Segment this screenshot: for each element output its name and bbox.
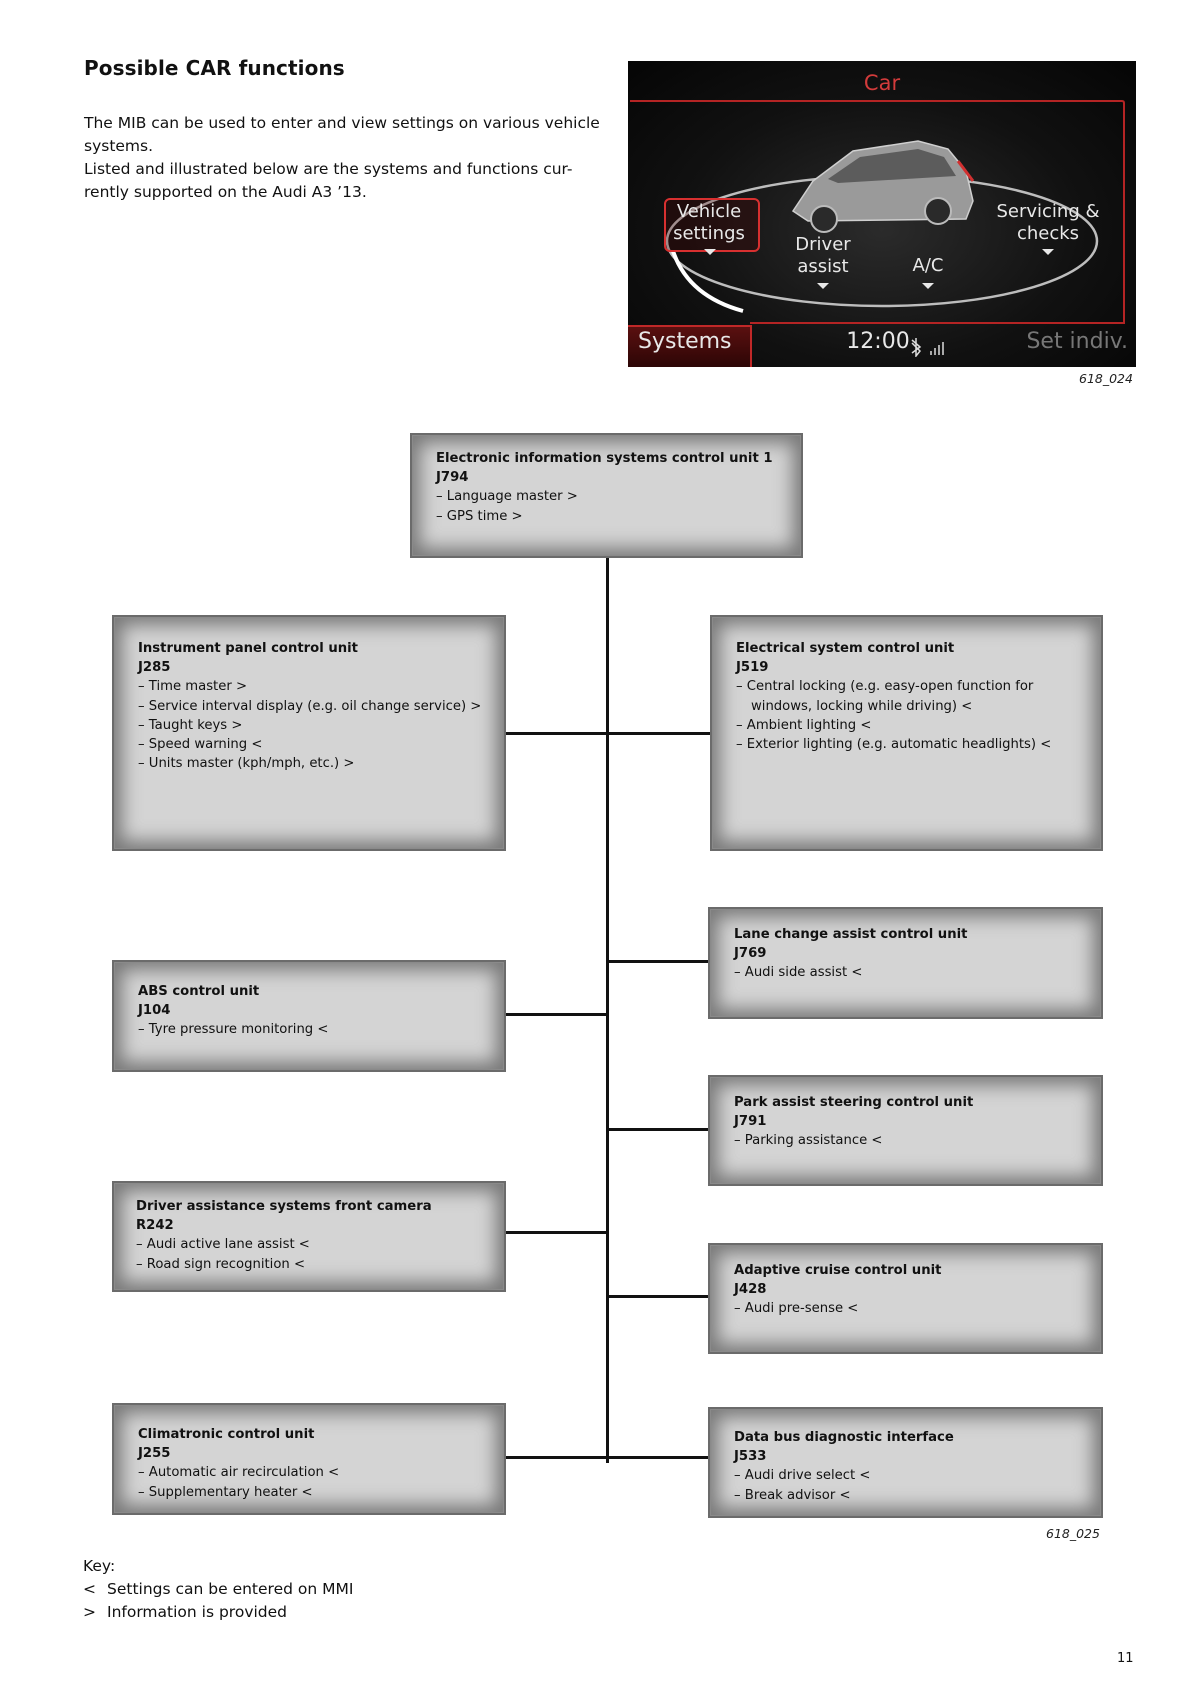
function-item: Audi active lane assist < <box>136 1235 482 1254</box>
control-unit-j104: ABS control unit J104 Tyre pressure moni… <box>112 960 506 1072</box>
connector-trunk <box>606 558 609 1463</box>
chevron-down-icon <box>1042 249 1054 255</box>
unit-code: J285 <box>138 660 171 676</box>
control-unit-j769: Lane change assist control unit J769 Aud… <box>708 907 1103 1019</box>
function-item: Parking assistance < <box>734 1131 1079 1150</box>
connector-instrument-electrical <box>506 732 711 735</box>
function-item: Central locking (e.g. easy-open function… <box>736 677 1079 715</box>
unit-code: J769 <box>734 946 767 962</box>
unit-code: R242 <box>136 1218 174 1234</box>
unit-title: Lane change assist control unit <box>734 927 968 942</box>
mmi-car-menu-screenshot: Car Vehicle settings Driver assist A/C S… <box>628 61 1136 367</box>
connector-lane <box>606 960 710 963</box>
unit-code: J519 <box>736 660 769 676</box>
car-icon <box>791 140 975 233</box>
connector-cruise <box>606 1295 710 1298</box>
function-item: Language master > <box>436 487 779 506</box>
connector-camera <box>506 1231 609 1234</box>
systems-tab-background <box>628 325 752 367</box>
unit-code: J104 <box>138 1003 171 1019</box>
menu-driver-assist[interactable]: Driver assist <box>795 234 851 277</box>
function-item: Exterior lighting (e.g. automatic headli… <box>736 735 1079 754</box>
chevron-down-icon <box>922 283 934 289</box>
connector-park <box>606 1128 710 1131</box>
function-item: Road sign recognition < <box>136 1255 482 1274</box>
clock: 12:00 <box>846 329 910 354</box>
page-heading: Possible CAR functions <box>84 56 345 80</box>
chevron-down-icon <box>704 249 716 255</box>
control-unit-j794: Electronic information systems control u… <box>410 433 803 558</box>
key-title: Key: <box>83 1557 116 1575</box>
function-item: Time master > <box>138 677 482 696</box>
control-unit-j791: Park assist steering control unit J791 P… <box>708 1075 1103 1186</box>
menu-servicing-checks[interactable]: Servicing & checks <box>996 201 1100 244</box>
control-unit-j255: Climatronic control unit J255 Automatic … <box>112 1403 506 1515</box>
figure-caption-diagram: 618_025 <box>1046 1526 1100 1541</box>
unit-title: Driver assistance systems front camera <box>136 1199 432 1214</box>
key-text: Information is provided <box>107 1603 288 1621</box>
function-item: Taught keys > <box>138 716 482 735</box>
legend-key: Key: < Settings can be entered on MMI > … <box>83 1555 353 1624</box>
unit-title: Data bus diagnostic interface <box>734 1430 954 1445</box>
key-row: < Settings can be entered on MMI <box>83 1578 353 1601</box>
unit-code: J533 <box>734 1449 767 1465</box>
set-indiv-button[interactable]: Set indiv. <box>1026 329 1128 354</box>
unit-title: Instrument panel control unit <box>138 641 358 656</box>
key-symbol: > <box>83 1603 96 1621</box>
function-item: Automatic air recirculation < <box>138 1463 482 1482</box>
figure-caption-screen: 618_024 <box>1079 371 1133 386</box>
unit-code: J428 <box>734 1282 767 1298</box>
control-unit-j285: Instrument panel control unit J285 Time … <box>112 615 506 851</box>
function-item: Audi drive select < <box>734 1466 1079 1485</box>
key-row: > Information is provided <box>83 1601 353 1624</box>
function-item: Audi side assist < <box>734 963 1079 982</box>
control-unit-r242: Driver assistance systems front camera R… <box>112 1181 506 1292</box>
unit-code: J255 <box>138 1446 171 1462</box>
function-item: Break advisor < <box>734 1486 1079 1505</box>
unit-title: ABS control unit <box>138 984 260 999</box>
unit-title: Adaptive cruise control unit <box>734 1263 942 1278</box>
function-item: Speed warning < <box>138 735 482 754</box>
function-item: Audi pre-sense < <box>734 1299 1079 1318</box>
chevron-down-icon <box>817 283 829 289</box>
menu-ac[interactable]: A/C <box>912 255 944 276</box>
screen-graphics <box>630 100 1125 324</box>
control-unit-j533: Data bus diagnostic interface J533 Audi … <box>708 1407 1103 1518</box>
unit-code: J791 <box>734 1114 767 1130</box>
function-item: Units master (kph/mph, etc.) > <box>138 754 482 773</box>
unit-title: Park assist steering control unit <box>734 1095 974 1110</box>
function-item: Service interval display (e.g. oil chang… <box>138 697 482 716</box>
bluetooth-signal-icon <box>911 338 944 357</box>
menu-vehicle-settings[interactable]: Vehicle settings <box>673 201 745 244</box>
key-text: Settings can be entered on MMI <box>107 1580 354 1598</box>
unit-title: Electrical system control unit <box>736 641 955 656</box>
function-item: Supplementary heater < <box>138 1483 482 1502</box>
function-item: Ambient lighting < <box>736 716 1079 735</box>
intro-paragraph-1: The MIB can be used to enter and view se… <box>84 114 600 155</box>
screen-title: Car <box>863 71 901 95</box>
function-item: GPS time > <box>436 507 779 526</box>
unit-code: J794 <box>436 470 469 486</box>
unit-title: Climatronic control unit <box>138 1427 315 1442</box>
control-unit-j428: Adaptive cruise control unit J428 Audi p… <box>708 1243 1103 1354</box>
systems-button[interactable]: Systems <box>638 329 732 354</box>
connector-climatronic-databus <box>506 1456 711 1459</box>
unit-title: Electronic information systems control u… <box>436 451 773 466</box>
page-number: 11 <box>1117 1651 1134 1666</box>
control-unit-j519: Electrical system control unit J519 Cent… <box>710 615 1103 851</box>
key-symbol: < <box>83 1580 96 1598</box>
function-item: Tyre pressure monitoring < <box>138 1020 482 1039</box>
intro-paragraph-2: Listed and illustrated below are the sys… <box>84 160 573 201</box>
connector-abs <box>506 1013 609 1016</box>
intro-text: The MIB can be used to enter and view se… <box>84 112 604 204</box>
